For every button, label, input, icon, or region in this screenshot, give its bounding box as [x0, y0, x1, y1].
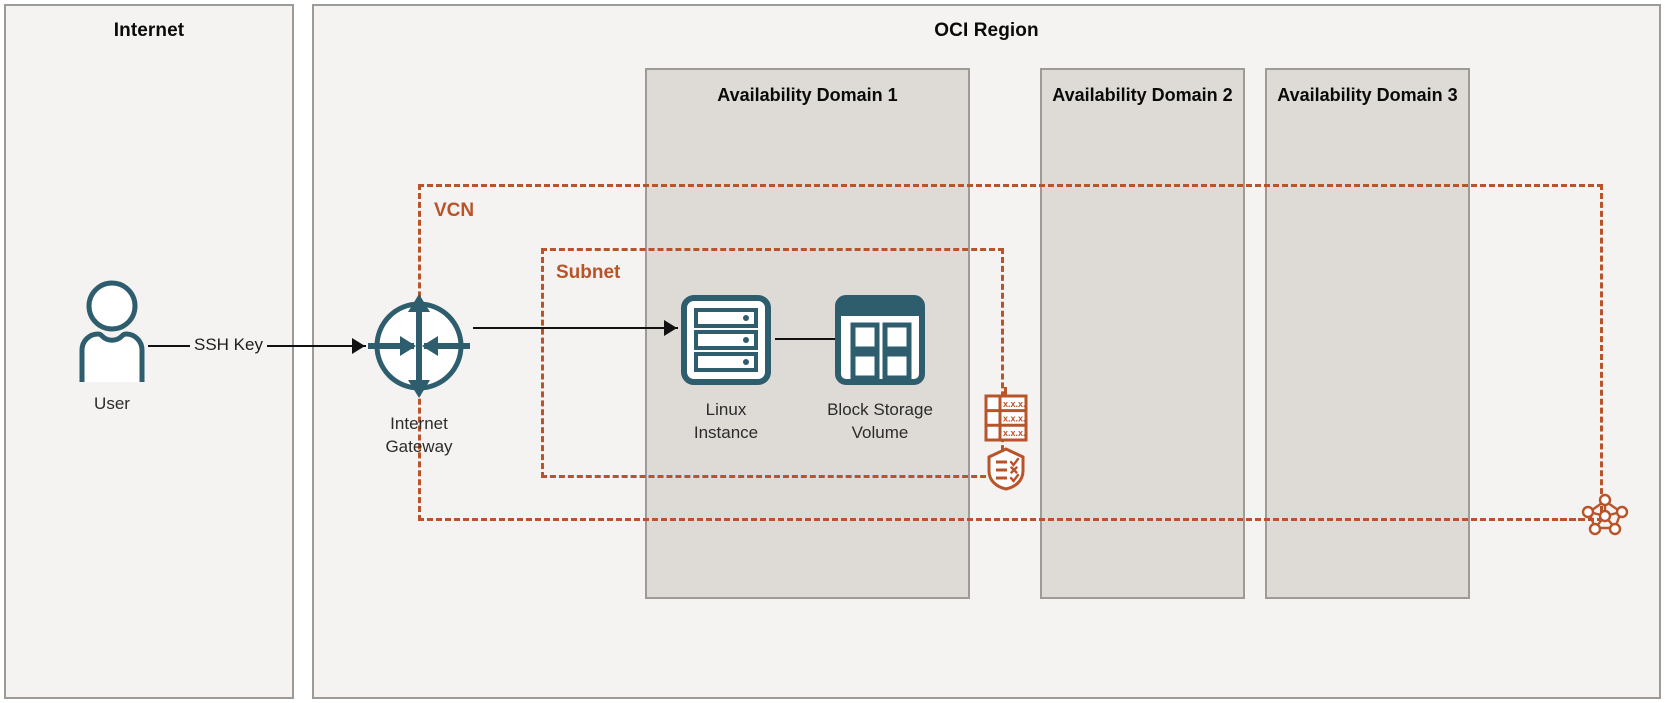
route-table-connector [1004, 387, 1007, 395]
security-list-node[interactable] [986, 447, 1026, 496]
arrowhead-user-to-gateway [352, 338, 365, 354]
availability-domain-3: Availability Domain 3 [1265, 68, 1470, 599]
block-storage-label: Block Storage Volume [827, 400, 933, 442]
subnet-boundary [541, 248, 1004, 478]
internet-gateway-icon [358, 290, 480, 402]
vcn-label: VCN [434, 200, 475, 221]
route-table-node[interactable]: x.x.x. x.x.x. x.x.x. [984, 394, 1028, 447]
user-label: User [94, 394, 130, 413]
availability-domain-3-title: Availability Domain 3 [1277, 85, 1458, 105]
security-list-shield-icon [986, 447, 1026, 491]
block-storage-node[interactable]: Block Storage Volume [810, 292, 950, 444]
user-node[interactable]: User [48, 278, 176, 415]
linux-instance-label: Linux Instance [693, 400, 759, 442]
availability-domain-1-title: Availability Domain 1 [717, 85, 898, 105]
arrowhead-gateway-to-instance [664, 320, 677, 336]
internet-gateway-node[interactable]: Internet Gateway [355, 290, 483, 458]
route-table-icon: x.x.x. x.x.x. x.x.x. [984, 394, 1028, 442]
user-icon [74, 278, 150, 382]
availability-domain-2: Availability Domain 2 [1040, 68, 1245, 599]
availability-domain-2-title: Availability Domain 2 [1052, 85, 1233, 105]
connector-gateway-to-instance [473, 327, 678, 329]
network-mesh-connector [1560, 518, 1584, 521]
oci-region-title: OCI Region [934, 20, 1039, 41]
svg-text:x.x.x.: x.x.x. [1003, 414, 1026, 424]
internet-zone-title: Internet [113, 20, 185, 41]
svg-text:x.x.x.: x.x.x. [1003, 399, 1026, 409]
connector-instance-to-block-storage [775, 338, 835, 340]
linux-instance-icon [678, 292, 774, 388]
block-storage-icon [832, 292, 928, 388]
network-mesh-node[interactable] [1581, 492, 1629, 541]
linux-instance-node[interactable]: Linux Instance [662, 292, 790, 444]
internet-gateway-label: Internet Gateway [385, 414, 453, 456]
subnet-label: Subnet [556, 262, 621, 283]
network-mesh-icon [1581, 492, 1629, 536]
ssh-key-label: SSH Key [190, 335, 267, 355]
svg-text:x.x.x.: x.x.x. [1003, 428, 1026, 438]
